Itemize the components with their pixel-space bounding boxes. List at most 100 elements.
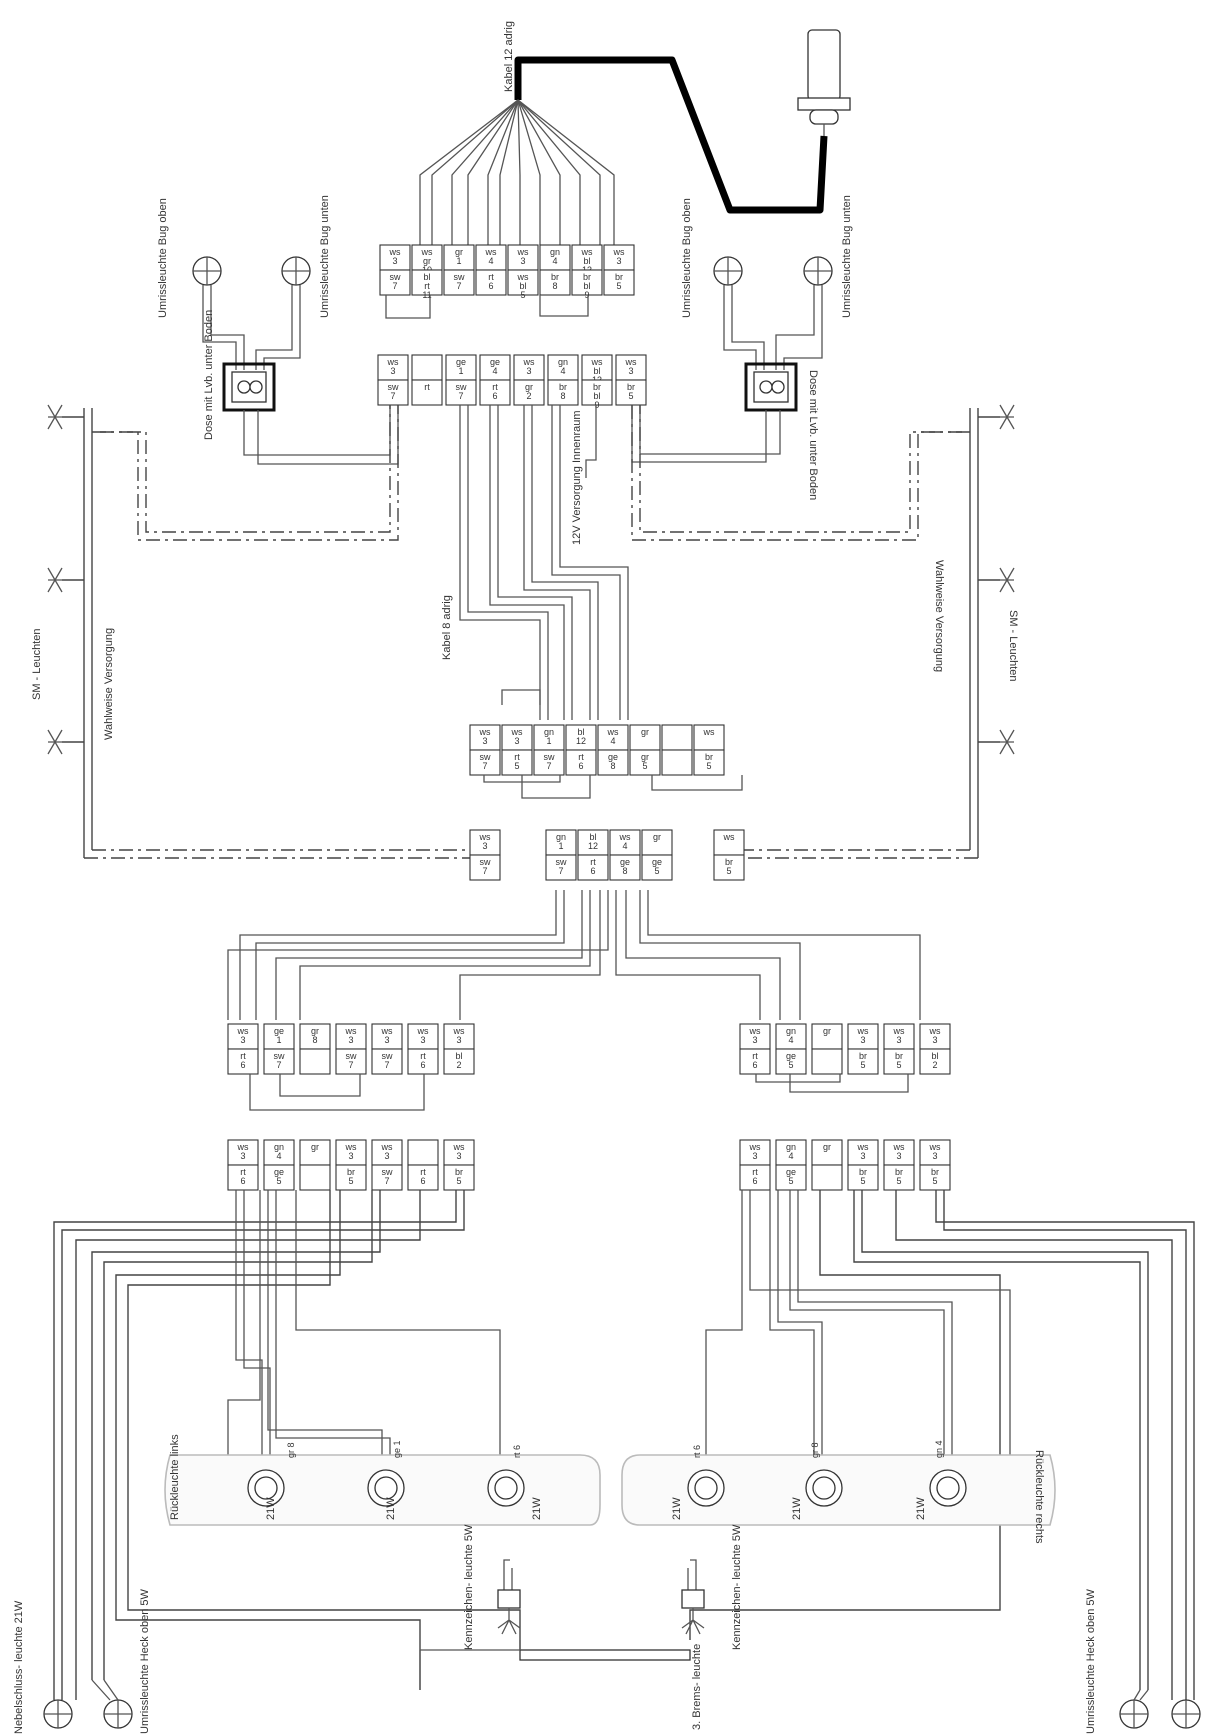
pin-label: 6: [240, 1060, 245, 1070]
connector-pin: [411, 269, 443, 296]
pin-label: 3: [752, 1035, 757, 1045]
connector-pin: [411, 354, 443, 381]
connector-pin: [693, 749, 725, 776]
kennzeichenleuchte-left: [497, 1559, 521, 1635]
dashed-supply-right: [639, 405, 962, 533]
pin-label: rt: [240, 1051, 246, 1061]
pin-label: 1: [456, 256, 461, 266]
pin-label: 7: [546, 761, 551, 771]
pin-label: 3: [482, 841, 487, 851]
pin-label: bl: [519, 281, 526, 291]
pin-label: bl: [455, 1051, 462, 1061]
pin-label: 7: [390, 391, 395, 401]
pin-label: 5: [788, 1176, 793, 1186]
label-nebel: Nebelschluss- leuchte 21W: [13, 1600, 25, 1734]
pin-label: gn: [786, 1142, 796, 1152]
pin-label: rt: [752, 1167, 758, 1177]
pin-label: gn: [786, 1026, 796, 1036]
pin-label: 3: [240, 1035, 245, 1045]
connector-pin: [597, 724, 629, 751]
pin-label: ws: [893, 1142, 905, 1152]
connector-pin: [335, 1048, 367, 1075]
pin-label: 7: [384, 1176, 389, 1186]
connector-pin: [335, 1023, 367, 1050]
pin-label: ws: [523, 357, 535, 367]
pin-label: 7: [276, 1060, 281, 1070]
pin-label: ws: [387, 357, 399, 367]
pin-label: 3: [526, 366, 531, 376]
bridge: [483, 775, 561, 783]
label-sm-left: SM - Leuchten: [31, 628, 43, 700]
pin-label: gr: [311, 1026, 319, 1036]
pin-label: ws: [485, 247, 497, 257]
connector-pin: [739, 1139, 771, 1166]
pin-label: gr: [641, 727, 649, 737]
connector-row2: ws3sw7rtge1sw7ge4rt6ws3gr2gn4br8wsbl13br…: [377, 354, 647, 410]
connector-pin: [475, 244, 507, 271]
pin-label: 3: [384, 1151, 389, 1161]
connector-pin: [533, 749, 565, 776]
pin-label: gr: [423, 256, 431, 266]
pin-label: ws: [517, 272, 529, 282]
distribution-wires: [227, 890, 921, 1020]
pin-label: gn: [544, 727, 554, 737]
connector-pin: [443, 1139, 475, 1166]
connector-pin: [775, 1164, 807, 1191]
pin-label: ws: [591, 357, 603, 367]
pin-label: 5: [788, 1060, 793, 1070]
bridge: [385, 295, 431, 319]
pin-label: ws: [421, 247, 433, 257]
umriss-heck-oben-right-2: [1171, 1699, 1201, 1729]
label-rueckleuchte-rechts: Rückleuchte rechts: [1033, 1450, 1045, 1544]
pin-label: 9: [584, 290, 589, 300]
pin-label: br: [895, 1167, 903, 1177]
connector-pin: [545, 829, 577, 856]
pin-label: 3: [456, 1035, 461, 1045]
pin-label: 6: [492, 391, 497, 401]
rails-right: [689, 1190, 1195, 1700]
connector-pin: [513, 379, 545, 406]
rueckleuchte-rechts: [621, 1454, 1056, 1526]
pin-label: ws: [237, 1142, 249, 1152]
pin-label: 6: [488, 281, 493, 291]
pin-label: ws: [607, 727, 619, 737]
pin-label: sw: [480, 752, 492, 762]
cable-12-thick: [514, 56, 828, 214]
label-umriss-bug-oben-left: Umrissleuchte Bug oben: [157, 198, 169, 318]
pin-label: 7: [482, 761, 487, 771]
pin-label: ws: [929, 1142, 941, 1152]
connector-pin: [507, 269, 539, 296]
label-dose-left: Dose mit Lvb. unter Boden: [203, 310, 215, 440]
pin-label: 4: [622, 841, 627, 851]
pin-label: ge: [274, 1026, 284, 1036]
connector-pin: [847, 1023, 879, 1050]
pin-label: 8: [552, 281, 557, 291]
pin-label: 5: [726, 866, 731, 876]
pin-label: ws: [381, 1142, 393, 1152]
pin-label: rt: [420, 1051, 426, 1061]
pin-label: 5: [932, 1176, 937, 1186]
pin-label: br: [931, 1167, 939, 1177]
connector-pin: [545, 854, 577, 881]
pin-label: 3: [520, 256, 525, 266]
connector-pin: [377, 354, 409, 381]
connector-pin: [571, 269, 603, 296]
pin-label: 8: [560, 391, 565, 401]
dashed-supply-right: [631, 405, 970, 541]
pin-label: ws: [381, 1026, 393, 1036]
pin-label: 6: [752, 1060, 757, 1070]
pin-label: ws: [345, 1142, 357, 1152]
connector-pin: [539, 269, 571, 296]
nebelschlussleuchte: [43, 1699, 73, 1729]
pin-label: br: [895, 1051, 903, 1061]
umriss-heck-oben-right: [1119, 1689, 1149, 1729]
pin-label: sw: [382, 1051, 394, 1061]
pin-label: bl: [577, 727, 584, 737]
pin-label: ws: [237, 1026, 249, 1036]
pin-label: rt: [578, 752, 584, 762]
pin-label: br: [705, 752, 713, 762]
pin-label: rt: [240, 1167, 246, 1177]
pin-label: 4: [276, 1151, 281, 1161]
